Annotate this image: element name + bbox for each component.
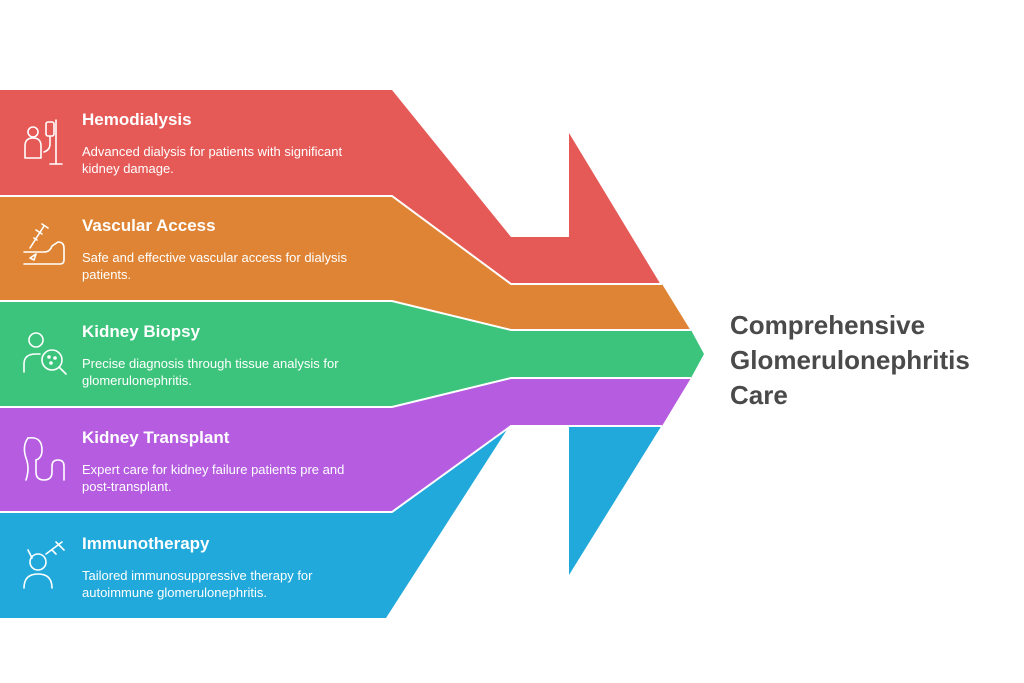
result-title-line: Glomerulonephritis (730, 345, 970, 375)
result-title: Comprehensive Glomerulonephritis Care (730, 308, 1010, 413)
kidney-biopsy-description-line: glomerulonephritis. (82, 373, 192, 388)
iv-drip-patient-icon (24, 119, 63, 165)
arm-syringe-icon (23, 223, 65, 265)
separator-line (0, 425, 662, 513)
separator-line (0, 300, 691, 331)
hemodialysis-description-line: kidney damage. (82, 161, 174, 176)
immunotherapy-description-line: autoimmune glomerulonephritis. (82, 585, 267, 600)
kidney-biopsy-title: Kidney Biopsy (82, 322, 201, 341)
separator-line (0, 195, 662, 285)
result-title-line: Care (730, 380, 788, 410)
kidney-transplant-description-line: post-transplant. (82, 479, 172, 494)
kidney-transplant-title: Kidney Transplant (82, 428, 230, 447)
result-title-line: Comprehensive (730, 310, 926, 340)
kidney-icon (23, 436, 65, 481)
patient-syringe-icon (23, 541, 65, 589)
vascular-access-title: Vascular Access (82, 216, 216, 235)
immunotherapy-title: Immunotherapy (82, 534, 210, 553)
hemodialysis-description-line: Advanced dialysis for patients with sign… (82, 144, 343, 159)
kidney-transplant-description-line: Expert care for kidney failure patients … (82, 462, 344, 477)
person-magnifier-icon (23, 332, 67, 375)
kidney-biopsy-description-line: Precise diagnosis through tissue analysi… (82, 356, 339, 371)
band-kidney-transplant (0, 378, 691, 512)
vascular-access-description-line: patients. (82, 267, 131, 282)
band-kidney-biopsy (0, 301, 704, 407)
immunotherapy-description-line: Tailored immunosuppressive therapy for (82, 568, 313, 583)
separator-line (0, 377, 691, 408)
hemodialysis-title: Hemodialysis (82, 110, 192, 129)
vascular-access-description-line: Safe and effective vascular access for d… (82, 250, 347, 265)
band-vascular-access (0, 196, 691, 331)
